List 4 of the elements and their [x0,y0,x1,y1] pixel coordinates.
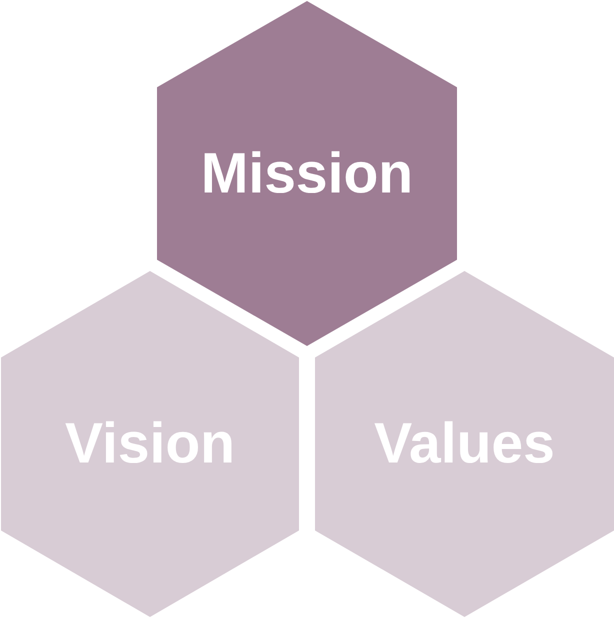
hexagon-label: Mission [200,142,414,205]
hexagon [315,271,614,617]
hexagon [157,1,457,346]
hexagon [1,271,299,617]
